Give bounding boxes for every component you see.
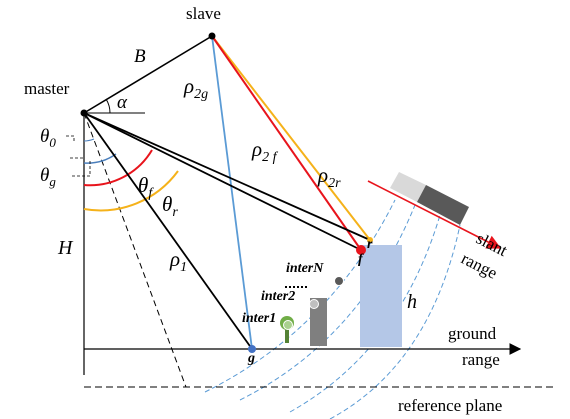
range-arcs [204,199,461,419]
theta-0-guide [66,135,84,159]
look-direction-dashed [83,112,187,388]
height-h-label: h [407,291,417,313]
inter1-label: inter1 [242,311,276,326]
range-arc-2 [239,204,416,401]
point-f-label: f [358,252,364,267]
slave-point [208,32,216,40]
theta-r-label: θr [162,192,178,220]
point-r-marker [367,237,373,243]
rho-2r-label: ρ2r [317,163,341,191]
ground-range-label-2: range [462,350,500,369]
theta-g-label: θg [40,165,56,189]
theta-0-arc [83,138,95,142]
rho-2g-line [211,35,253,350]
interN-label: interN [286,261,324,276]
rho-2f-line [211,35,362,251]
inter1-point [283,320,293,330]
theta-f-label: θf [138,173,154,201]
baseline-label: B [134,46,146,67]
rho-1-label: ρ1 [169,247,187,275]
inter2-label: inter2 [261,289,295,304]
baseline-line [83,35,213,114]
pole-obstacle [310,298,327,346]
slave-label: slave [186,4,221,23]
inter2-point [309,299,319,309]
master-label: master [24,79,70,98]
theta-f-arc [83,149,153,187]
point-g-marker [248,345,256,353]
alpha-arc [105,98,111,114]
reference-plane-label: reference plane [398,396,502,415]
master-ray-r [83,112,371,241]
slant-range-bar [390,172,469,225]
point-g-label: g [247,351,255,366]
rho-2f-label: ρ2 f [251,137,279,165]
building [360,245,402,347]
height-H-label: H [57,237,74,259]
interN-point [334,276,344,286]
ground-range-label-1: ground [448,324,497,343]
alpha-label: α [117,92,128,113]
rho-2r-line [211,35,371,241]
master-point [80,109,88,117]
theta-r-arc [83,170,179,212]
slant-range-arrow [367,180,502,249]
range-arc-4 [329,224,461,419]
theta-g-guide [72,160,91,177]
master-ray-f [83,112,362,251]
point-r-label: r [367,237,373,252]
theta-0-label: θ0 [40,126,56,150]
point-f-marker [356,245,366,255]
rho-2g-label: ρ2g [183,74,208,102]
rho-1-line [83,112,253,350]
